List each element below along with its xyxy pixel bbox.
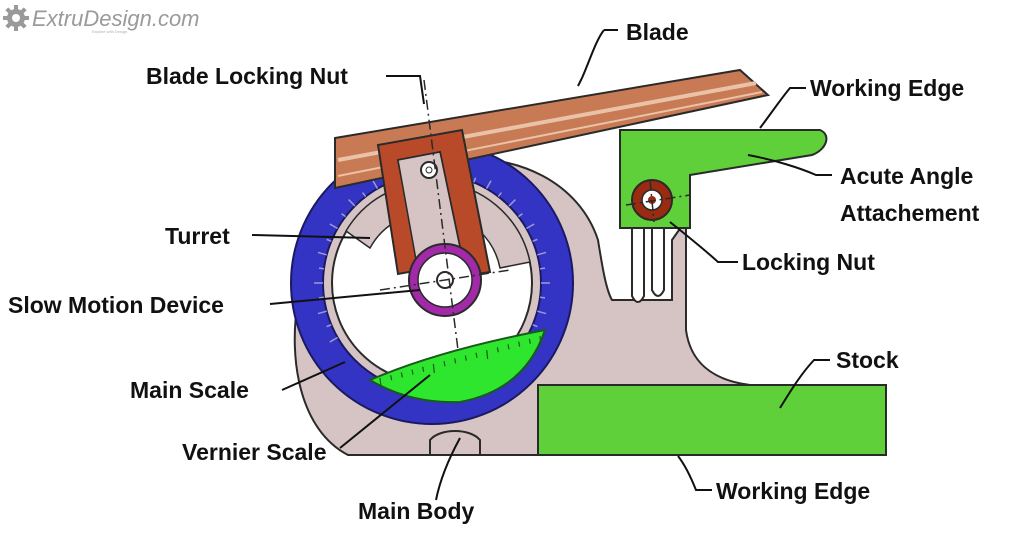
vernier-tick: [422, 366, 425, 372]
leader-turret: [251, 234, 371, 239]
label-acute-angle-line1: Acute Angle: [840, 163, 973, 189]
leader-locking-nut: [669, 221, 738, 263]
center-lines: [379, 79, 691, 351]
label-working-edge-bottom: Working Edge: [716, 478, 870, 504]
scale-tick: [508, 199, 516, 207]
scale-tick: [326, 324, 332, 328]
label-blade-locking-nut: Blade Locking Nut: [146, 63, 348, 89]
scale-tick: [362, 192, 367, 197]
scale-tick: [537, 251, 547, 256]
scale-tick: [539, 267, 546, 270]
scale-tick: [372, 180, 379, 189]
scale-tick: [532, 324, 538, 328]
vernier-tick: [432, 363, 435, 374]
scale-tick: [318, 267, 325, 270]
vernier-scale: [367, 328, 547, 404]
label-main-scale: Main Scale: [130, 377, 249, 403]
brand-tagline: Explore with Design: [92, 29, 127, 34]
scale-tick: [526, 223, 535, 230]
label-slow-motion-device: Slow Motion Device: [8, 292, 224, 318]
vernier-tick: [496, 347, 499, 353]
scale-tick: [532, 238, 538, 242]
gear-icon: [3, 5, 29, 31]
leader-vernier-scale: [339, 374, 431, 449]
vernier-tick: [464, 355, 467, 361]
vernier-tick: [454, 358, 457, 364]
label-blade: Blade: [626, 19, 689, 45]
labels: Blade Blade Locking Nut Working Edge Acu…: [8, 19, 980, 524]
scale-tick: [537, 310, 547, 315]
scale-tick: [485, 180, 492, 189]
leader-lines: [251, 29, 832, 501]
scale-tick: [329, 336, 338, 343]
scale-tick: [473, 177, 477, 183]
vernier-tick: [507, 344, 510, 350]
leader-acute-angle: [747, 154, 832, 176]
blade-locking-nut: [420, 161, 438, 179]
vernier-tick: [486, 349, 489, 360]
scale-tick: [326, 238, 332, 242]
label-working-edge-top: Working Edge: [810, 75, 964, 101]
vernier-tick: [400, 372, 403, 378]
scale-tick: [329, 223, 338, 230]
vernier-ticks: [379, 335, 542, 388]
leader-working-edge-top: [759, 87, 806, 129]
scale-tick: [318, 296, 325, 299]
vernier-tick: [390, 375, 393, 381]
stock: [537, 384, 887, 456]
vernier-tick: [518, 341, 521, 347]
leader-blade: [577, 29, 618, 87]
scale-tick: [317, 310, 327, 315]
vernier-tick: [379, 377, 382, 388]
scale-tick: [317, 251, 327, 256]
leader-main-scale: [281, 361, 346, 391]
label-locking-nut: Locking Nut: [742, 249, 875, 275]
label-main-body: Main Body: [358, 498, 474, 524]
vernier-tick: [475, 352, 478, 358]
scale-tick: [348, 199, 356, 207]
brand-logo: ExtruDesign.com Explore with Design: [3, 5, 200, 34]
vernier-tick: [528, 338, 531, 344]
leader-main-body: [435, 437, 461, 501]
scale-tick: [518, 213, 523, 218]
vernier-tick: [411, 369, 414, 375]
brand-name: ExtruDesign.com: [32, 6, 200, 31]
label-acute-angle-line2: Attachement: [840, 200, 980, 226]
label-vernier-scale: Vernier Scale: [182, 439, 327, 465]
leader-working-edge-bottom: [677, 455, 712, 491]
scale-tick: [497, 192, 502, 197]
scale-tick: [539, 296, 546, 299]
scale-tick: [341, 213, 346, 218]
vernier-tick: [443, 361, 446, 367]
label-stock: Stock: [836, 347, 899, 373]
leader-blade-locking-nut: [386, 75, 425, 105]
label-turret: Turret: [165, 223, 230, 249]
leader-slow-motion: [269, 289, 421, 305]
leader-stock: [779, 359, 830, 409]
vernier-tick: [539, 335, 542, 346]
